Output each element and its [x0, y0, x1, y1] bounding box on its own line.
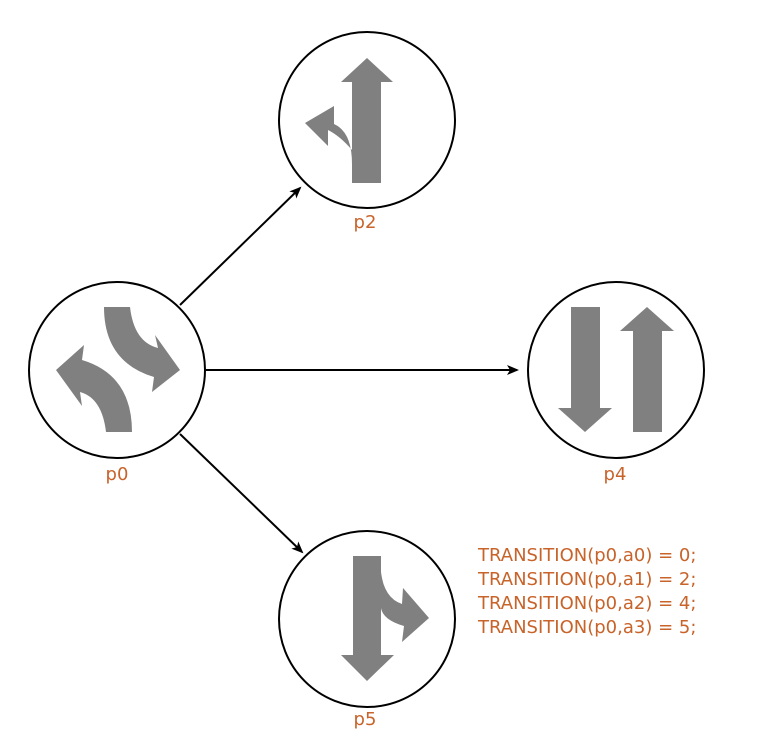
node-label: p5 [354, 709, 377, 730]
transition-line: TRANSITION(p0,a0) = 0; [478, 545, 697, 566]
down-right-fork-icon [341, 556, 429, 681]
edge-p0-p2 [179, 186, 302, 306]
node-label: p4 [604, 464, 627, 485]
straight-left-merge-icon [305, 58, 393, 183]
node-p5: p5 [278, 530, 456, 730]
two-way-traffic-icon [558, 307, 674, 432]
node-p4: p4 [527, 281, 705, 485]
node-p2: p2 [278, 31, 456, 233]
node-label: p2 [354, 212, 377, 233]
transition-list: TRANSITION(p0,a0) = 0; TRANSITION(p0,a1)… [478, 544, 696, 640]
transition-line: TRANSITION(p0,a3) = 5; [478, 617, 697, 638]
left-right-curve-icon [56, 307, 180, 432]
node-label: p0 [106, 464, 129, 485]
node-p4-circle [527, 281, 705, 459]
node-p0: p0 [28, 281, 206, 485]
node-p0-circle [28, 281, 206, 459]
edge-p0-p5 [179, 433, 304, 554]
transition-line: TRANSITION(p0,a1) = 2; [478, 569, 697, 590]
transition-line: TRANSITION(p0,a2) = 4; [478, 593, 697, 614]
